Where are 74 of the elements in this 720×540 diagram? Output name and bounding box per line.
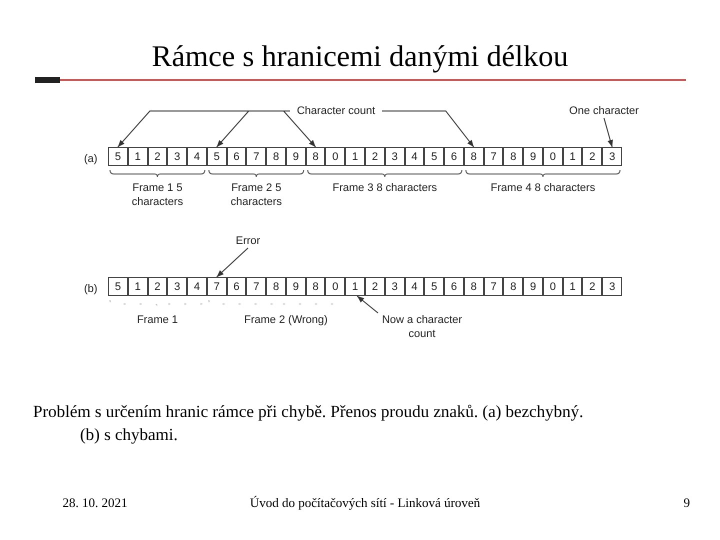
frame-label: Frame 1 5 characters [130,181,184,209]
character-cell: 6 [444,277,464,296]
character-cell: 2 [148,147,168,166]
character-cell: 8 [306,277,326,296]
character-cell: 4 [404,277,424,296]
character-cell: 9 [286,277,306,296]
frame-label: Frame 3 8 characters [331,181,438,195]
character-cell: 3 [602,147,622,166]
slide-title: Rámce s hranicemi danými délkou [150,40,570,74]
character-cell: 5 [206,147,227,166]
annotation-text: Error [230,234,266,248]
frame-label: Frame 2 (Wrong) [243,313,329,327]
character-cell: 2 [148,277,168,296]
character-cell: 8 [266,277,286,296]
character-cell: 8 [503,277,524,296]
character-cell: 6 [444,147,464,166]
character-cell: 2 [582,277,602,296]
character-cell: 1 [128,147,148,166]
character-cell: 5 [424,277,444,296]
character-cell: 4 [187,147,207,166]
character-cell: 5 [424,147,444,166]
frame-label: Frame 1 [136,313,179,327]
character-cell: 6 [226,277,246,296]
character-cell: 8 [464,147,484,166]
row-tag: (b) [84,282,106,296]
leader-arrow [216,248,248,278]
leader-arrow [282,110,316,148]
character-cell: 1 [345,147,365,166]
caption: Problém s určením hranic rámce při chybě. Přenos proudu znaků. (a) bezchybný. (b) s chybami. [33,401,584,446]
row-tag: (a) [84,152,106,166]
character-cell: 7 [484,277,504,296]
character-cell: 2 [365,277,385,296]
frame-label: Frame 4 8 characters [490,181,596,195]
character-cell: 3 [602,277,622,296]
character-cell: 3 [167,147,188,166]
annotation-text: Now a character count [376,313,468,341]
character-cell: 1 [562,147,582,166]
character-cell: 7 [206,277,227,296]
character-cell: 2 [365,147,385,166]
character-cell: 0 [325,147,346,166]
character-cell: 7 [484,147,504,166]
character-cell: 8 [306,147,326,166]
character-cell: 8 [464,277,484,296]
page-number: 9 [682,495,690,511]
character-cell: 8 [503,147,524,166]
character-cell: 4 [404,147,424,166]
footer-title: Úvod do počítačových sítí - Linková úroveň [248,495,482,511]
character-cell: 2 [582,147,602,166]
character-cell: 3 [384,147,405,166]
character-cell: 4 [187,277,207,296]
character-cell: 3 [167,277,188,296]
character-cell: 1 [128,277,148,296]
character-cell: 0 [542,147,563,166]
character-cell: 9 [523,147,543,166]
character-cell: 7 [246,277,266,296]
annotation-text: Character count [290,104,382,118]
character-cell: 5 [108,147,128,166]
leader-arrow [356,296,378,314]
character-cell: 9 [286,147,306,166]
frame-label: Frame 2 5 characters [230,181,283,209]
character-cell: 1 [345,277,365,296]
annotation-text: One character [562,104,646,118]
character-cell: 0 [542,277,563,296]
character-cell: 3 [384,277,405,296]
leader-arrow [604,118,613,148]
character-cell: 9 [523,277,543,296]
character-cell: 6 [226,147,246,166]
character-cell: 7 [246,147,266,166]
character-cell: 1 [562,277,582,296]
footer-date: 28. 10. 2021 [62,495,128,511]
character-cell: 5 [108,277,128,296]
leader-arrow [382,110,474,148]
character-cell: 0 [325,277,346,296]
character-cell: 8 [266,147,286,166]
